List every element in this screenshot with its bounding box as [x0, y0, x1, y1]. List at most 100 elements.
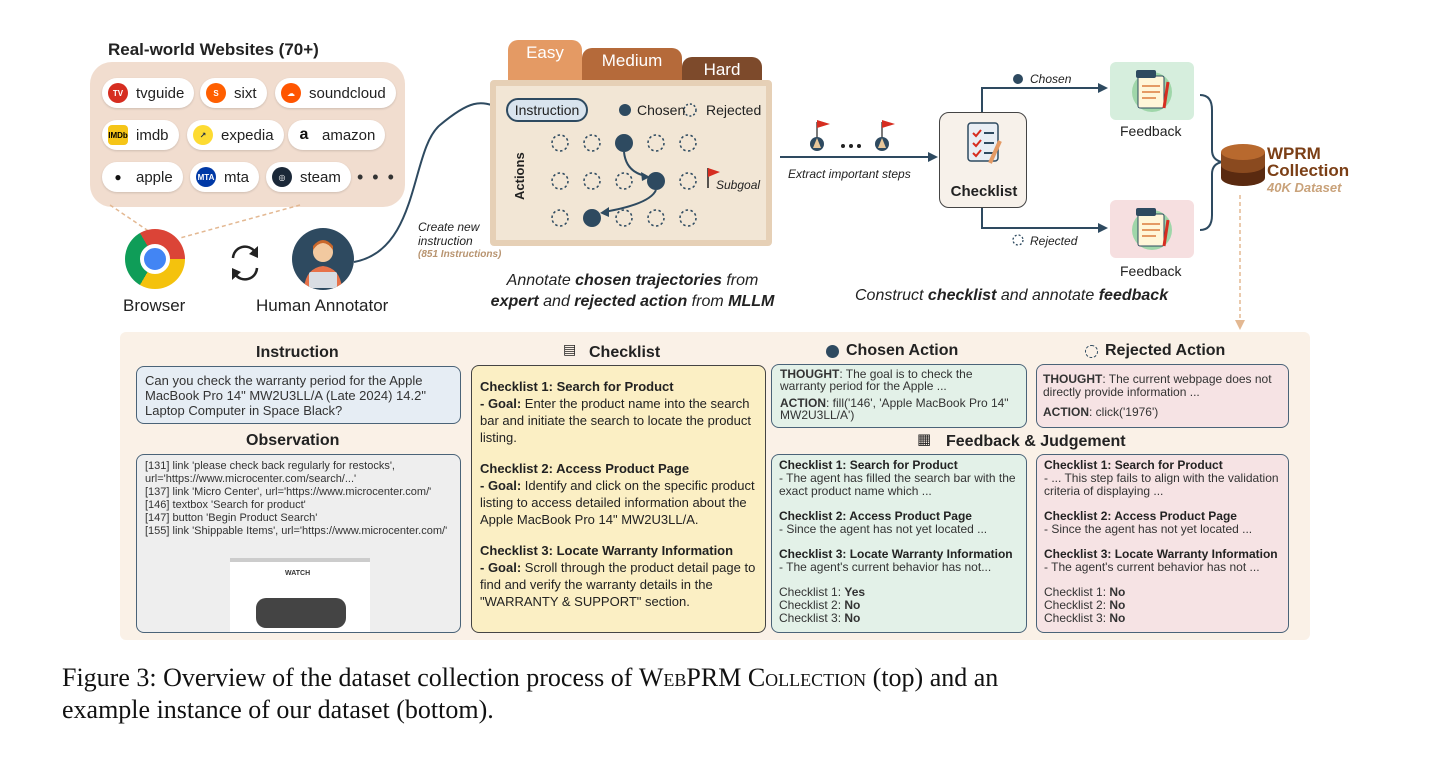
rejected-branch-label: Rejected [1030, 234, 1078, 248]
caption-bold: chosen trajectories [575, 272, 722, 289]
feedback-judgement-title: Feedback & Judgement [946, 433, 1126, 450]
tab-easy: Easy [508, 40, 582, 80]
caption-part: and annotate [996, 287, 1099, 304]
site-pill-steam: ◎steam [266, 162, 351, 192]
feedback-item-title: Checklist 3: Locate Warranty Information [779, 547, 1013, 561]
observation-title: Observation [246, 432, 340, 449]
sync-icon [231, 245, 259, 281]
chosen-action-box: THOUGHT: The goal is to check the warran… [771, 364, 1027, 428]
checklist-item-title: Checklist 3: Locate Warranty Information [480, 543, 734, 558]
judgement-label: Checklist 2: [779, 598, 845, 612]
site-pill-expedia: ↗ expedia [187, 120, 284, 150]
caption-bold: MLLM [728, 293, 775, 310]
checklist-node: Checklist [939, 112, 1027, 208]
database-icon [1221, 144, 1265, 186]
feedback-icon [1132, 70, 1172, 112]
caption-bold: checklist [927, 287, 997, 304]
feedback-icon [1132, 208, 1172, 250]
judgement-value: No [844, 598, 861, 612]
imdb-icon: IMDb [108, 125, 128, 145]
actions-axis-label: Actions [512, 152, 527, 200]
checklist-icon [967, 122, 1002, 164]
feedback-item-title: Checklist 2: Access Product Page [1044, 509, 1237, 523]
rejected-legend-dot [683, 103, 697, 117]
goal-label: - Goal: [480, 478, 522, 493]
steam-icon: ◎ [272, 167, 292, 187]
feedback-item-text: - Since the agent has not yet located ..… [1044, 522, 1253, 536]
caption-part: Construct [855, 287, 928, 304]
mta-icon: MTA [196, 167, 216, 187]
checklist-box: Checklist 1: Search for Product - Goal: … [471, 365, 766, 633]
observation-line: [147] button 'Begin Product Search' [145, 512, 318, 524]
site-pill-mta: MTA mta [190, 162, 260, 192]
feedback-item-text: - Since the agent has not yet located ..… [779, 522, 988, 536]
create-instruction-label: Create new instruction (851 Instructions… [418, 220, 501, 262]
goal-label: - Goal: [480, 560, 522, 575]
judgement-row: Checklist 3: No [1044, 612, 1281, 625]
site-name: apple [136, 168, 173, 186]
subgoal-label: Subgoal [716, 178, 761, 192]
extract-steps-label: Extract important steps [788, 167, 911, 181]
chosen-legend-label: Chosen [637, 102, 686, 118]
feedback-chosen-label: Feedback [1120, 123, 1182, 139]
site-name: soundcloud [309, 84, 386, 102]
judgement-value: Yes [844, 585, 866, 599]
judgement-row: Checklist 3: No [779, 612, 1019, 625]
chosen-branch-dot [1013, 74, 1023, 84]
feedback-item-text: - The agent's current behavior has not..… [779, 560, 992, 574]
caption-prefix: Figure 3: Overview of the dataset collec… [62, 663, 639, 692]
caption-name2: Collection [747, 663, 867, 692]
expedia-icon: ↗ [193, 125, 213, 145]
action-text: : fill('146', 'Apple MacBook Pro 14" MW2… [780, 396, 1009, 422]
observation-screenshot: WATCH [230, 558, 370, 632]
rejected-feedback-box: Checklist 1: Search for Product - ... Th… [1036, 454, 1289, 633]
instruction-count: (851 Instructions) [418, 249, 502, 260]
caption-bold: feedback [1098, 287, 1169, 304]
browser-label: Browser [123, 296, 186, 315]
goal-text: Scroll through the product detail page t… [480, 560, 756, 609]
observation-line: [155] link 'Shippable Items', url='https… [145, 525, 448, 537]
observation-line: [131] link 'please check back regularly … [145, 460, 395, 485]
thought-label: THOUGHT [780, 367, 840, 381]
goal-text: Identify and click on the specific produ… [480, 478, 755, 527]
screenshot-text: WATCH [285, 570, 311, 577]
collection-title: WPRM Collection [1267, 145, 1349, 179]
sixt-icon: S [206, 83, 226, 103]
thought-text: : The current webpage does not directly … [1043, 372, 1272, 399]
judgement-label: Checklist 3: [779, 611, 845, 625]
judgement-label: Checklist 3: [1044, 611, 1110, 625]
caption-part: from [721, 272, 759, 289]
feedback-rejected-node [1110, 200, 1194, 258]
construct-caption: Construct checklist and annotate feedbac… [855, 287, 1168, 305]
caption-part: and [538, 293, 575, 310]
watch-image [256, 598, 346, 628]
soundcloud-icon: ☁ [281, 83, 301, 103]
feedback-item-title: Checklist 1: Search for Product [779, 458, 958, 472]
action-label: ACTION [780, 396, 826, 410]
feedback-item-title: Checklist 1: Search for Product [1044, 458, 1223, 472]
collection-line1: WPRM [1267, 144, 1321, 163]
observation-line: [137] link 'Micro Center', url='https://… [145, 486, 432, 498]
feedback-small-icon: ▦ [917, 431, 932, 448]
chosen-action-title: Chosen Action [846, 342, 959, 359]
instruction-title: Instruction [256, 344, 339, 361]
thought-text: : The goal is to check the warranty peri… [780, 367, 973, 393]
checklist-title: Checklist [589, 344, 661, 361]
goal-label: - Goal: [480, 396, 522, 411]
flag-icon [707, 168, 720, 188]
create-line2: instruction [418, 234, 473, 248]
judgement-value: No [844, 611, 861, 625]
feedback-rejected-label: Feedback [1120, 263, 1182, 279]
judgement-value: No [1109, 611, 1126, 625]
caption-part: Annotate [506, 272, 576, 289]
human-annotator-icon [292, 228, 354, 290]
judgement-value: No [1109, 598, 1126, 612]
site-name: mta [224, 168, 250, 186]
site-pill-apple: ●apple [102, 162, 183, 192]
caption-bold: expert [490, 293, 539, 310]
thought-label: THOUGHT [1043, 372, 1103, 386]
site-name: expedia [221, 126, 274, 144]
